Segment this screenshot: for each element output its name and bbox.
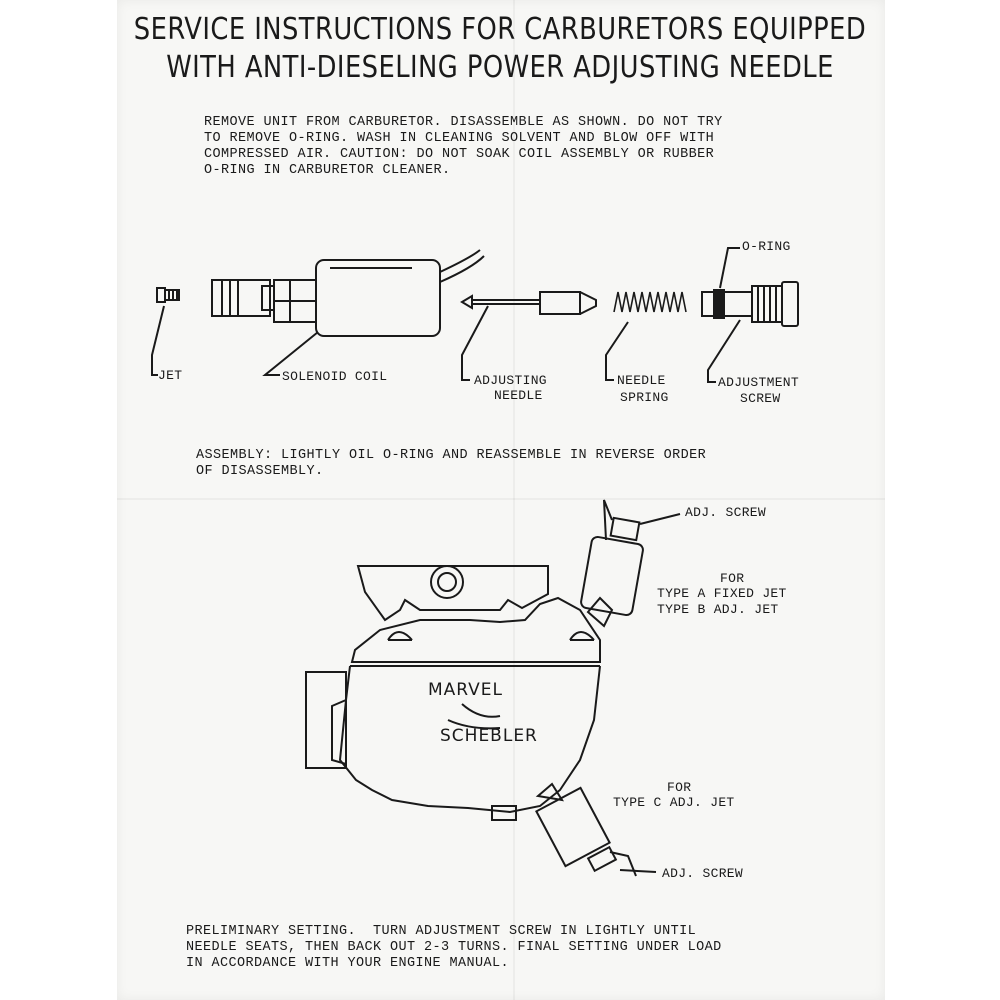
adjusting-needle-part xyxy=(460,291,597,315)
preliminary-line: IN ACCORDANCE WITH YOUR ENGINE MANUAL. xyxy=(186,956,510,971)
label-type-top: TYPE A FIXED JET xyxy=(657,586,787,601)
label-adjustment-screw: ADJUSTMENT xyxy=(718,375,800,390)
carburetor-illustration xyxy=(305,499,681,877)
label-needle-spring: SPRING xyxy=(620,390,669,405)
adjustment-screw-part xyxy=(701,281,799,327)
removal-line: REMOVE UNIT FROM CARBURETOR. DISASSEMBLE… xyxy=(204,115,723,130)
brand-schebler: SCHEBLER xyxy=(440,726,538,746)
title-line-1: SERVICE INSTRUCTIONS FOR CARBURETORS EQU… xyxy=(133,12,867,47)
needle-spring-part xyxy=(613,291,687,313)
label-adjustment-screw: SCREW xyxy=(740,391,781,406)
label-type-top: FOR xyxy=(720,571,745,586)
label-type-top: TYPE B ADJ. JET xyxy=(657,602,779,617)
paper-sheet xyxy=(117,0,885,1000)
jet-part xyxy=(156,287,180,303)
brand-marvel: MARVEL xyxy=(428,680,504,700)
label-solenoid-coil: SOLENOID COIL xyxy=(282,369,388,384)
label-needle-spring: NEEDLE xyxy=(617,373,666,388)
removal-line: COMPRESSED AIR. CAUTION: DO NOT SOAK COI… xyxy=(204,147,715,162)
label-type-bottom: FOR xyxy=(667,780,692,795)
title-line-2: WITH ANTI-DIESELING POWER ADJUSTING NEED… xyxy=(166,50,834,85)
assembly-line: ASSEMBLY: LIGHTLY OIL O-RING AND REASSEM… xyxy=(196,448,707,463)
label-jet: JET xyxy=(158,368,183,383)
fold-line-horizontal xyxy=(117,498,885,500)
label-adjusting-needle: NEEDLE xyxy=(494,388,543,403)
preliminary-line: NEEDLE SEATS, THEN BACK OUT 2-3 TURNS. F… xyxy=(186,940,722,955)
preliminary-line: PRELIMINARY SETTING. TURN ADJUSTMENT SCR… xyxy=(186,924,697,939)
removal-line: O-RING IN CARBURETOR CLEANER. xyxy=(204,163,451,178)
assembly-line: OF DISASSEMBLY. xyxy=(196,464,324,479)
removal-line: TO REMOVE O-RING. WASH IN CLEANING SOLVE… xyxy=(204,131,715,146)
solenoid-coil-part xyxy=(211,249,485,337)
fold-line-vertical xyxy=(513,0,515,1000)
label-adjusting-needle: ADJUSTING xyxy=(474,373,547,388)
label-o-ring: O-RING xyxy=(742,239,791,254)
label-adj-screw-bottom: ADJ. SCREW xyxy=(662,866,744,881)
label-type-bottom: TYPE C ADJ. JET xyxy=(613,795,735,810)
label-adj-screw-top: ADJ. SCREW xyxy=(685,505,767,520)
